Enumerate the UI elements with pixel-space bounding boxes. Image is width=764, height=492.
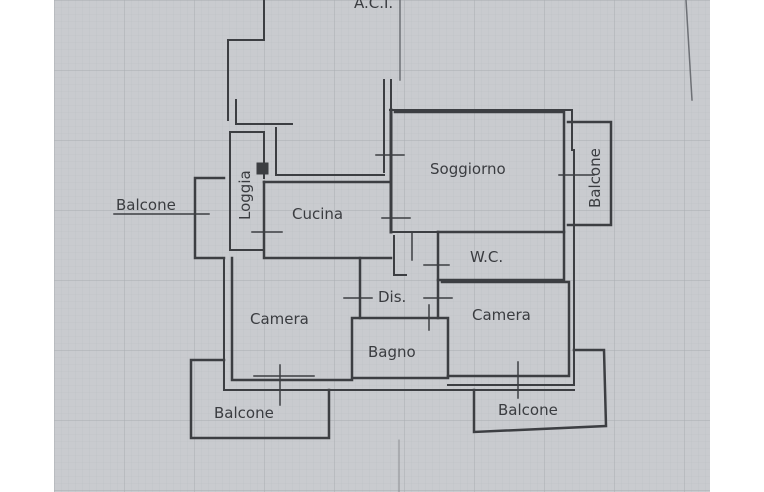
room-label-soggiorno: Soggiorno (430, 160, 506, 178)
plan-walls (113, 0, 693, 492)
balcony-label-right: Balcone (586, 148, 604, 208)
header-text: A.C.I. (354, 0, 393, 12)
plan-labels: A.C.I. Soggiorno Cucina Loggia W.C. Dis.… (116, 0, 604, 422)
room-label-wc: W.C. (470, 248, 503, 266)
room-label-camera-left: Camera (250, 310, 309, 328)
room-label-dis: Dis. (378, 288, 406, 306)
room-label-loggia: Loggia (236, 170, 254, 220)
balcony-label-left: Balcone (116, 196, 176, 214)
room-label-camera-right: Camera (472, 306, 531, 324)
balcony-label-bottom-left: Balcone (214, 404, 274, 422)
balcony-label-bottom-right: Balcone (498, 401, 558, 419)
room-label-cucina: Cucina (292, 205, 343, 223)
floor-plan-drawing: A.C.I. Soggiorno Cucina Loggia W.C. Dis.… (54, 0, 710, 492)
room-label-bagno: Bagno (368, 343, 416, 361)
floor-plan-photo: A.C.I. Soggiorno Cucina Loggia W.C. Dis.… (54, 0, 710, 492)
